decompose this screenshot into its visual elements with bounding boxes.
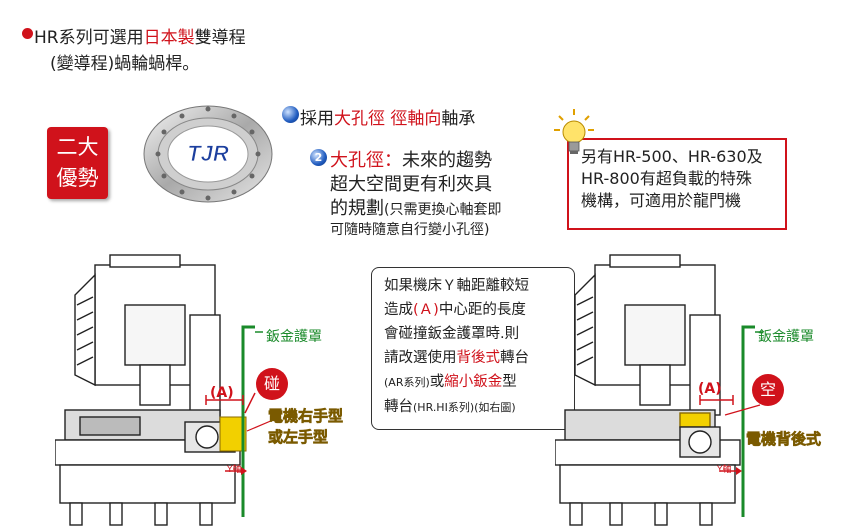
feature-2-line-2: 超大空間更有利夾具 bbox=[330, 174, 492, 195]
feature-2-number-icon: 2 bbox=[310, 149, 327, 166]
note-line-2: HR-800有超負載的特殊 bbox=[581, 169, 752, 188]
left-y-axis-label: Y軸 bbox=[227, 465, 242, 475]
explanation-line-3: 會碰撞鈑金護罩時.則 bbox=[384, 326, 520, 342]
left-motor-label-1: 電機右手型 bbox=[268, 407, 344, 426]
right-a-dimension-label: (A) bbox=[698, 381, 722, 397]
note-line-3: 機構，可適用於龍門機 bbox=[581, 191, 742, 210]
lightbulb-icon bbox=[554, 109, 594, 154]
feature-1-text: 採用大孔徑 徑軸向軸承 bbox=[300, 109, 476, 129]
clearance-marker: 空 bbox=[752, 374, 784, 406]
left-machine-diagram bbox=[55, 254, 274, 526]
left-a-dimension-label: (A) bbox=[210, 385, 234, 401]
note-box: 另有HR-500、HR-630及 HR-800有超負載的特殊 機構，可適用於龍門… bbox=[567, 138, 787, 230]
right-motor-label: 電機背後式 bbox=[746, 430, 822, 449]
intro-line-1: HR系列可選用日本製雙導程 bbox=[34, 28, 246, 48]
feature-2-line-3: 的規劃(只需更換心軸套即 bbox=[330, 198, 502, 219]
right-y-axis-label: Y軸 bbox=[717, 465, 732, 475]
badge-line-2: 優勢 bbox=[56, 166, 99, 190]
explanation-line-6: 轉台(HR.HI系列)(如右圖) bbox=[384, 399, 516, 415]
explanation-box: 如果機床Ｙ軸距離較短 造成(Ａ)中心距的長度 會碰撞鈑金護罩時.則 請改選使用背… bbox=[371, 267, 575, 430]
explanation-line-4: 請改選使用背後式轉台 bbox=[384, 350, 529, 366]
bearing-image: TJR bbox=[143, 105, 273, 203]
collision-marker: 碰 bbox=[256, 368, 288, 400]
explanation-line-5: (AR系列)或縮小鈑金型 bbox=[384, 374, 517, 390]
badge-line-1: 二大 bbox=[56, 135, 99, 159]
two-advantages-badge: 二大 優勢 bbox=[47, 127, 108, 199]
left-guard-label: 鈑金護罩 bbox=[266, 329, 322, 345]
left-motor-label-2: 或左手型 bbox=[268, 428, 329, 447]
tjr-logo: TJR bbox=[187, 141, 229, 166]
right-guard-label: 鈑金護罩 bbox=[758, 329, 814, 345]
feature-1-bullet-icon bbox=[282, 106, 299, 123]
right-machine-diagram bbox=[555, 254, 763, 526]
note-line-1: 另有HR-500、HR-630及 bbox=[581, 147, 763, 166]
feature-2-line-4: 可隨時隨意自行變小孔徑) bbox=[330, 222, 490, 238]
red-bullet-icon bbox=[22, 28, 33, 39]
intro-line-2: (變導程)蝸輪蝸桿。 bbox=[50, 54, 200, 74]
explanation-line-1: 如果機床Ｙ軸距離較短 bbox=[384, 278, 529, 294]
explanation-line-2: 造成(Ａ)中心距的長度 bbox=[384, 302, 526, 318]
feature-2-line-1: 大孔徑：未來的趨勢 bbox=[330, 150, 492, 171]
